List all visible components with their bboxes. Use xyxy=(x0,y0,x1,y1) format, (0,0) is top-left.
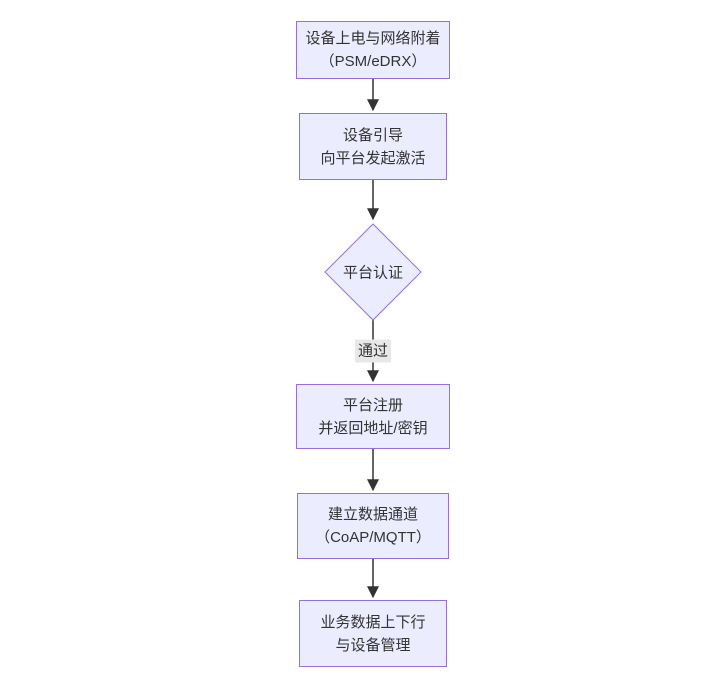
flow-node-bootstrap: 设备引导 向平台发起激活 xyxy=(299,113,447,180)
flow-node-label: 与设备管理 xyxy=(335,636,411,654)
flow-node-data-channel: 建立数据通道 （CoAP/MQTT） xyxy=(297,493,449,559)
flow-node-label: 并返回地址/密钥 xyxy=(318,419,428,437)
flow-node-label: 向平台发起激活 xyxy=(320,149,426,167)
flow-node-label: 业务数据上下行 xyxy=(320,613,426,631)
flow-node-business-data: 业务数据上下行 与设备管理 xyxy=(299,600,447,667)
flow-node-label: （PSM/eDRX） xyxy=(319,53,427,70)
flow-node-label: 设备引导 xyxy=(342,126,403,144)
decision-platform-auth-label: 平台认证 xyxy=(342,264,404,282)
flow-node-label: 建立数据通道 xyxy=(327,506,418,523)
flow-node-label: （CoAP/MQTT） xyxy=(315,529,431,546)
edge-label-pass: 通过 xyxy=(354,339,392,363)
flow-node-power-attach: 设备上电与网络附着 （PSM/eDRX） xyxy=(296,21,450,79)
flow-node-label: 平台注册 xyxy=(342,396,403,414)
decision-diamond-shape xyxy=(324,223,422,321)
flow-node-label: 设备上电与网络附着 xyxy=(305,30,441,47)
flow-node-register: 平台注册 并返回地址/密钥 xyxy=(296,384,450,449)
